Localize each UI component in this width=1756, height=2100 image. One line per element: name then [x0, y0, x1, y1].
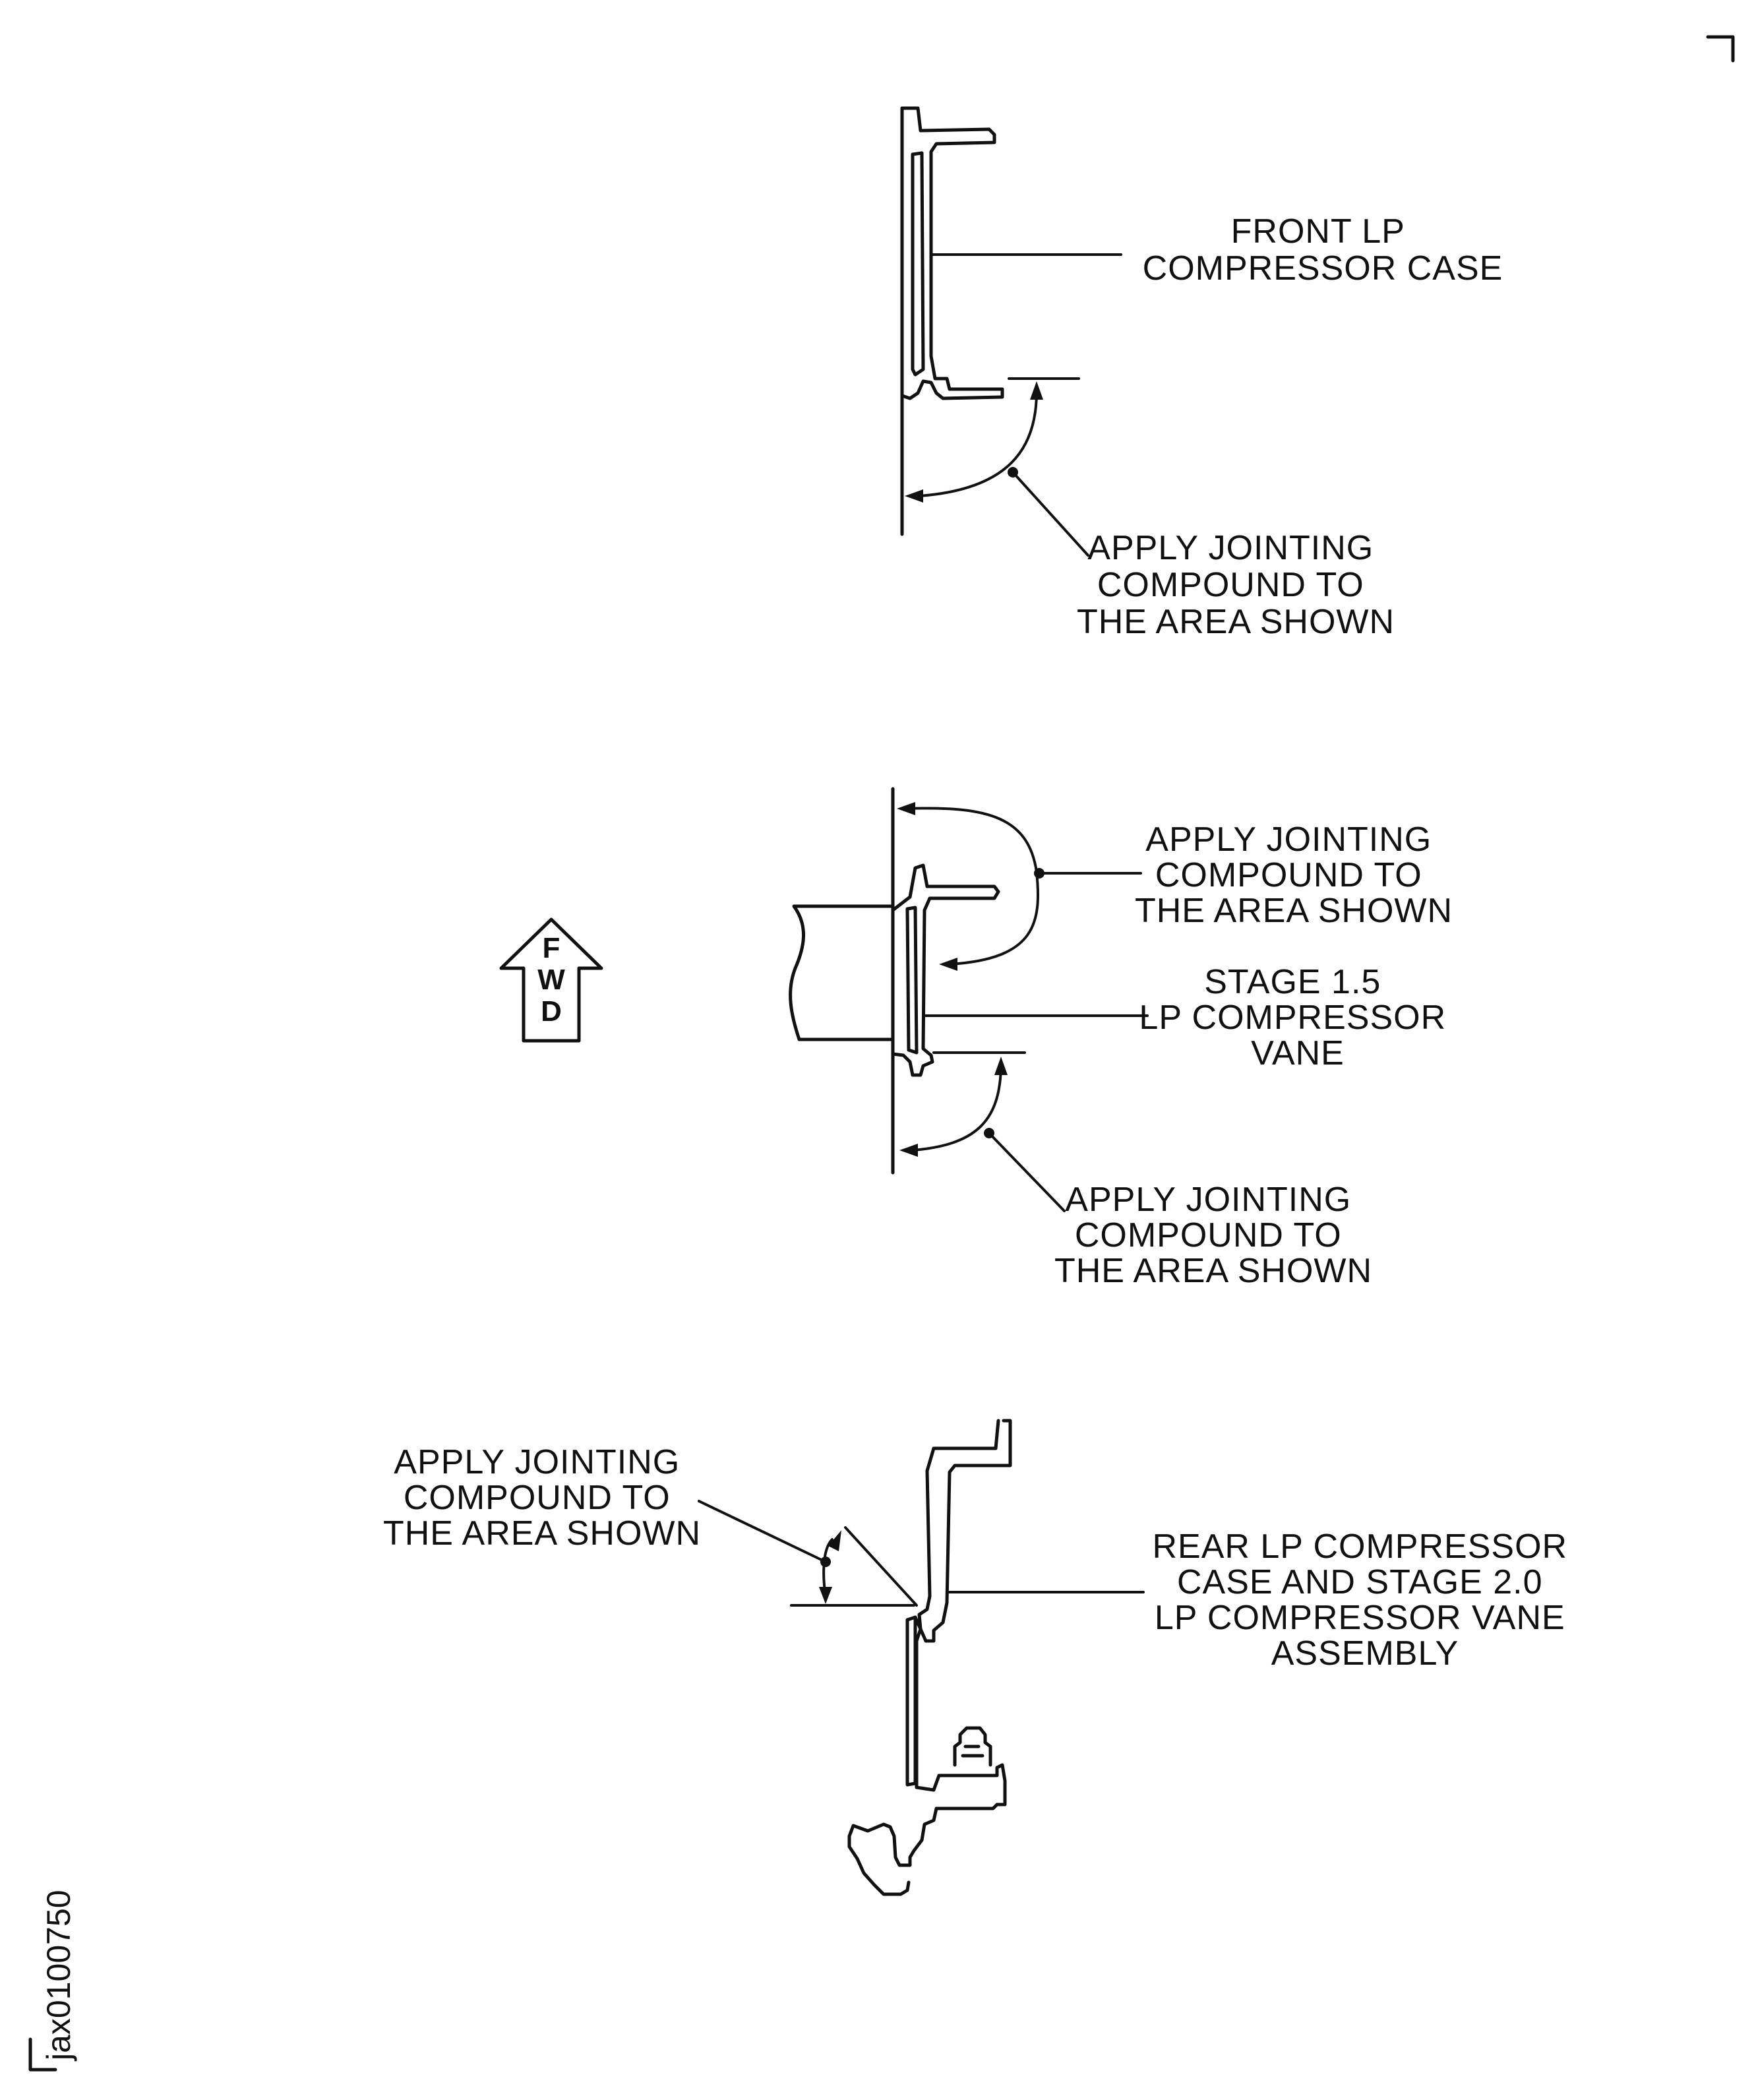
- crop-mark-bottom-left: [28, 2037, 57, 2072]
- stage-1-5-label: STAGE 1.5 LP COMPRESSOR VANE: [1139, 963, 1456, 1072]
- top-view: FRONT LP COMPRESSOR CASE APPLY JOINTING …: [900, 106, 1503, 641]
- arrowhead: [897, 802, 915, 815]
- area-arc: [918, 390, 1038, 497]
- arrowhead: [1030, 381, 1043, 400]
- crop-mark-top-right: [1706, 35, 1735, 63]
- forward-direction-arrow[interactable]: F W D: [499, 917, 603, 1043]
- front-lp-compressor-case-section: [900, 106, 1004, 536]
- stage-1-5-vane-section: [789, 787, 1000, 1175]
- front-case-label: FRONT LP COMPRESSOR CASE: [1143, 212, 1503, 288]
- callout-leader: [1012, 471, 1089, 557]
- nut: [953, 1726, 992, 1767]
- middle-lower-callout-text: APPLY JOINTING COMPOUND TO THE AREA SHOW…: [1054, 1181, 1372, 1290]
- top-callout-text: APPLY JOINTING COMPOUND TO THE AREA SHOW…: [1077, 529, 1395, 641]
- arrowhead: [828, 1530, 841, 1551]
- callout-leader: [698, 1500, 827, 1563]
- angled-reference-line: [844, 1526, 918, 1607]
- middle-upper-callout-text: APPLY JOINTING COMPOUND TO THE AREA SHOW…: [1135, 820, 1453, 930]
- arrowhead: [819, 1587, 832, 1604]
- middle-view: STAGE 1.5 LP COMPRESSOR VANE APPLY JOINT…: [789, 787, 1456, 1290]
- rear-case-label: REAR LP COMPRESSOR CASE AND STAGE 2.0 LP…: [1152, 1528, 1577, 1673]
- arrowhead: [899, 1144, 918, 1157]
- bottom-view: REAR LP COMPRESSOR CASE AND STAGE 2.0 LP…: [383, 1419, 1577, 1896]
- fwd-letter-d: D: [541, 995, 562, 1028]
- arrowhead: [905, 489, 923, 503]
- bottom-callout-text: APPLY JOINTING COMPOUND TO THE AREA SHOW…: [383, 1443, 701, 1553]
- fwd-letter-f: F: [543, 932, 560, 964]
- fwd-letter-w: W: [537, 964, 565, 996]
- figure-identifier: jax0100750: [40, 1890, 77, 2062]
- arrowhead: [939, 958, 957, 971]
- lower-area-arc: [911, 1066, 1002, 1152]
- rear-lp-compressor-case-section: [847, 1419, 1012, 1896]
- arrowhead: [994, 1057, 1008, 1075]
- callout-leader: [988, 1132, 1066, 1212]
